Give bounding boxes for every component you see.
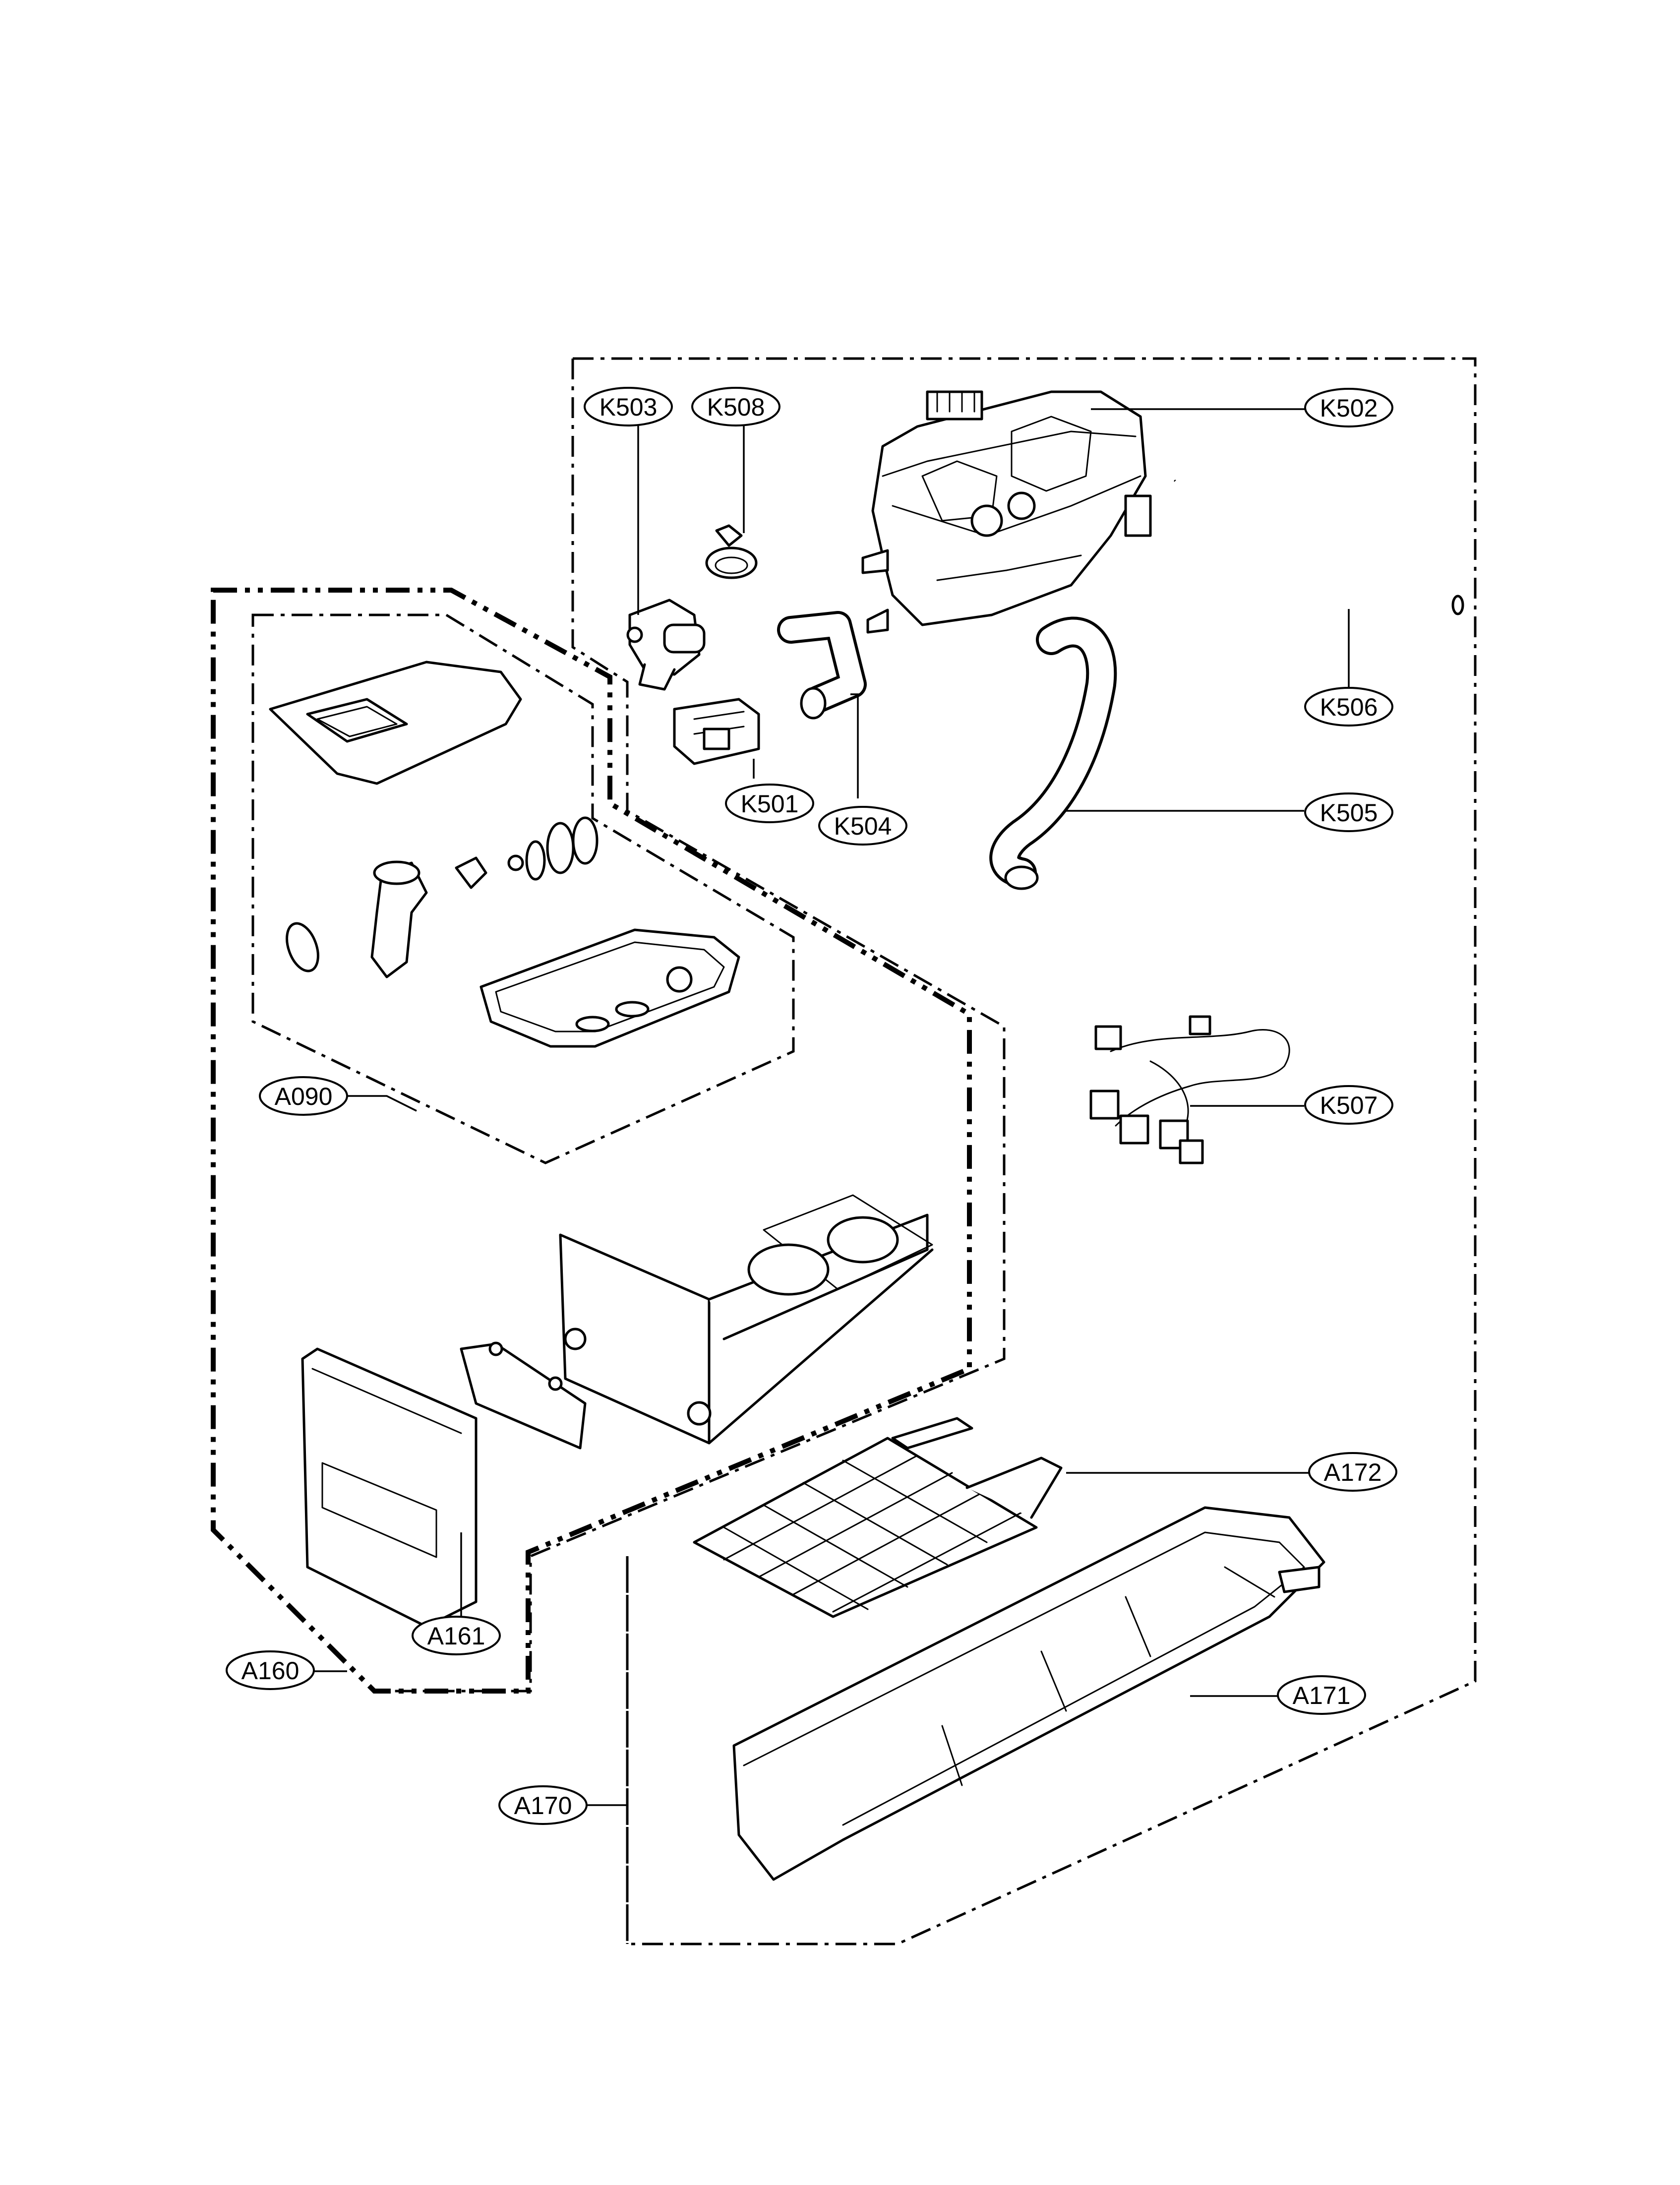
hose-clamp-part [705,524,758,579]
callout-a090: A090 [259,1076,348,1116]
svg-text:A172: A172 [1324,1458,1382,1486]
svg-text:A090: A090 [275,1083,333,1110]
svg-text:A160: A160 [241,1657,300,1685]
svg-text:A171: A171 [1293,1682,1351,1709]
svg-text:A161: A161 [427,1622,485,1650]
bracket-part [673,698,760,765]
callout-a170: A170 [498,1785,588,1825]
group-outline-a160 [211,588,972,1694]
svg-text:K503: K503 [600,393,658,421]
callout-k504: K504 [818,806,907,846]
callout-k505: K505 [1304,792,1393,832]
detergent-cup-lid-part [269,661,522,785]
callout-a160: A160 [226,1650,315,1690]
group-outline-a090 [251,613,795,1164]
curved-hose-part [989,616,1117,890]
group-outline-k500-left [374,359,1006,1693]
heater-tank-part [861,390,1152,634]
callout-k506: K506 [1304,687,1393,727]
long-hose-part [1171,477,1464,615]
drawer-handle-part [460,1341,587,1450]
svg-text:K501: K501 [741,790,799,818]
callout-k502: K502 [1304,388,1393,427]
callout-k508: K508 [691,387,780,426]
wire-harness-part [1089,1015,1290,1164]
detergent-cup-part [480,928,740,1048]
callout-k501: K501 [725,784,814,823]
siphon-parts [286,816,599,978]
valve-part [626,599,706,691]
svg-text:K504: K504 [834,812,892,840]
svg-text:K508: K508 [707,393,765,421]
callout-k503: K503 [584,387,673,426]
svg-text:K506: K506 [1320,693,1378,721]
svg-text:K502: K502 [1320,394,1378,422]
svg-text:A170: A170 [514,1792,572,1820]
callout-a171: A171 [1277,1675,1366,1715]
callout-k507: K507 [1304,1085,1393,1125]
callout-a161: A161 [412,1616,501,1655]
filter-grate-part [693,1417,1063,1618]
svg-text:K507: K507 [1320,1092,1378,1119]
elbow-hose-part [777,611,867,720]
drawer-front-part [301,1347,478,1628]
svg-text:K505: K505 [1320,799,1378,827]
drawer-housing-part [732,1506,1325,1881]
drawer-frame-part [559,1194,934,1445]
callout-a172: A172 [1308,1452,1397,1492]
group-outline-k500 [573,357,1477,1945]
